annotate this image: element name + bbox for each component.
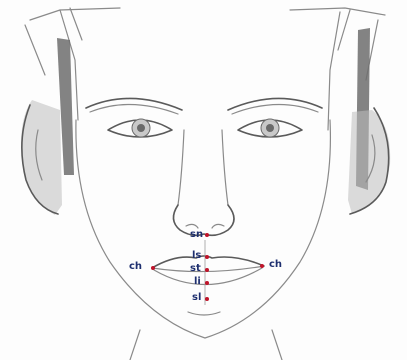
landmark-sl: sl (192, 292, 222, 306)
landmark-sl-dot (205, 297, 209, 301)
landmark-ls-dot (205, 255, 209, 259)
landmark-st-dot (205, 268, 209, 272)
landmark-sn-label: sn (190, 229, 203, 240)
landmark-ch-right-dot (260, 264, 264, 268)
landmark-st: st (190, 263, 220, 277)
landmark-ch-left-dot (151, 266, 155, 270)
landmark-ls: ls (192, 250, 222, 264)
landmark-ch-left-label: ch (129, 261, 142, 272)
landmark-li-label: li (194, 276, 201, 287)
landmark-sn-dot (205, 233, 209, 237)
landmark-sl-label: sl (192, 292, 201, 303)
landmark-li: li (194, 276, 224, 290)
landmark-st-label: st (190, 263, 201, 274)
landmark-ls-label: ls (192, 250, 201, 261)
landmark-sn: sn (190, 229, 220, 243)
landmark-li-dot (205, 281, 209, 285)
landmark-ch-left: ch (129, 261, 159, 275)
landmark-ch-right-label: ch (269, 259, 282, 270)
landmark-ch-right: ch (260, 259, 290, 273)
